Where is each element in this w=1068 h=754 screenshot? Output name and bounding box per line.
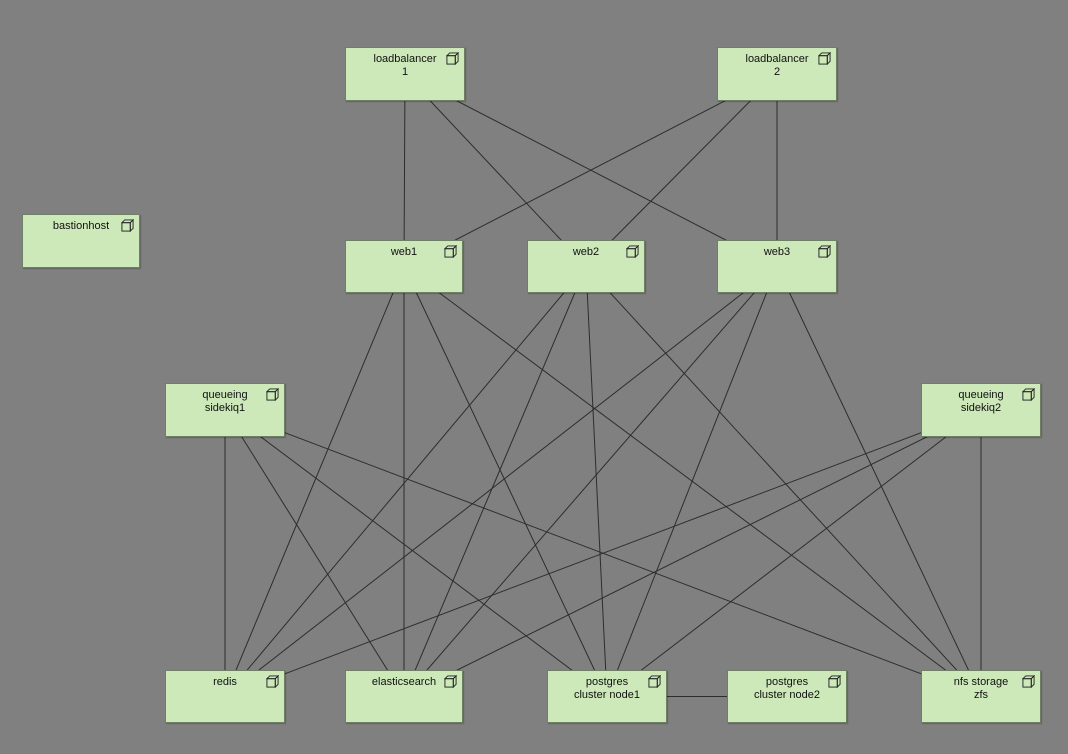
edge-loadbalancer1-web2 [404, 73, 587, 267]
edge-sidekiq1-elasticsearch [224, 409, 405, 697]
node-label: web3 [763, 246, 791, 258]
node-cube-icon [444, 675, 457, 688]
node-label: cluster node2 [753, 689, 821, 701]
node-label: sidekiq1 [204, 402, 246, 414]
node-label: queueing [202, 389, 248, 401]
edge-sidekiq1-postgres1 [224, 409, 608, 697]
edge-loadbalancer2-web1 [403, 73, 778, 267]
edge-web1-redis [224, 266, 405, 697]
node-label: 2 [773, 66, 781, 78]
edge-sidekiq2-postgres1 [606, 409, 982, 697]
node-cube-icon [1022, 388, 1035, 401]
edge-loadbalancer1-web1 [403, 73, 406, 267]
node-label: postgres [765, 676, 809, 688]
edge-web3-redis [224, 266, 778, 697]
node-cube-icon [121, 219, 134, 232]
edge-sidekiq2-elasticsearch [403, 409, 982, 697]
node-label: bastionhost [52, 220, 110, 232]
node-web2: web2 [527, 240, 645, 293]
node-cube-icon [828, 675, 841, 688]
edge-web1-postgres1 [403, 266, 608, 697]
node-label: zfs [973, 689, 989, 701]
edge-sidekiq2-redis [224, 409, 982, 697]
node-cube-icon [818, 245, 831, 258]
node-label: queueing [958, 389, 1004, 401]
edge-loadbalancer2-web2 [585, 73, 778, 267]
node-label: cluster node1 [573, 689, 641, 701]
node-cube-icon [626, 245, 639, 258]
node-web3: web3 [717, 240, 837, 293]
node-cube-icon [648, 675, 661, 688]
edge-web3-postgres1 [606, 266, 778, 697]
edge-web2-nfs [585, 266, 982, 697]
node-label: web2 [572, 246, 600, 258]
edge-web3-nfs [776, 266, 982, 697]
edge-web3-elasticsearch [403, 266, 778, 697]
node-label: loadbalancer [373, 53, 437, 65]
node-label: redis [213, 676, 237, 688]
node-label: nfs storage [953, 676, 1009, 688]
node-label: sidekiq2 [960, 402, 1002, 414]
node-label: postgres [585, 676, 629, 688]
node-bastionhost: bastionhost [22, 214, 140, 268]
edge-web2-elasticsearch [403, 266, 587, 697]
node-redis: redis [165, 670, 285, 723]
node-cube-icon [266, 388, 279, 401]
node-cube-icon [818, 52, 831, 65]
node-cube-icon [266, 675, 279, 688]
node-label: elasticsearch [371, 676, 437, 688]
node-elasticsearch: elasticsearch [345, 670, 463, 723]
node-web1: web1 [345, 240, 463, 293]
edge-web2-postgres1 [585, 266, 608, 697]
node-cube-icon [1022, 675, 1035, 688]
node-label: loadbalancer [745, 53, 809, 65]
node-label: 1 [401, 66, 409, 78]
node-cube-icon [446, 52, 459, 65]
node-cube-icon [444, 245, 457, 258]
node-label: web1 [390, 246, 418, 258]
edge-web2-redis [224, 266, 587, 697]
